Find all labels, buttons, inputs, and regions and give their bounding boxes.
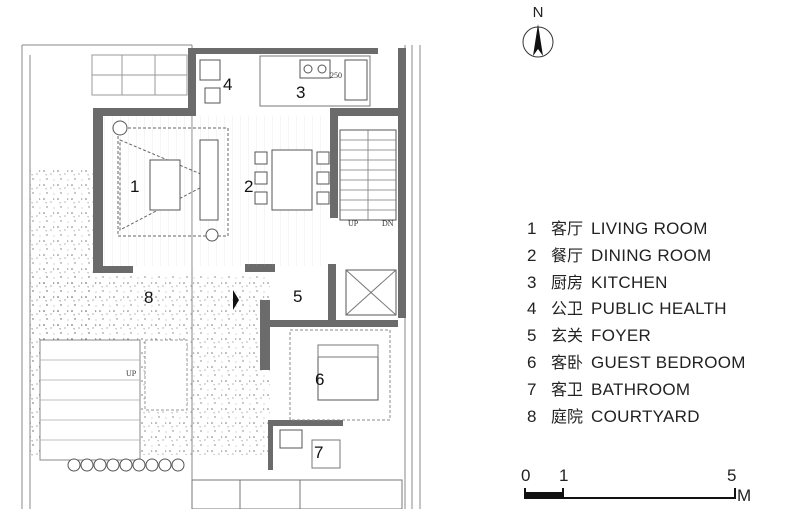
scale-tick-0: 0 — [521, 466, 531, 485]
dining-room: 2 — [244, 149, 330, 211]
public-wc: 4 — [199, 59, 232, 104]
legend-number: 1 — [527, 219, 537, 238]
legend-cn: 厨房 — [551, 272, 584, 292]
legend-number: 2 — [527, 245, 537, 265]
scale-unit: M — [737, 486, 752, 505]
stair-up-label: UP — [348, 219, 359, 228]
legend-en: KITCHEN — [591, 272, 668, 292]
legend-item-bathroom: 7 客卫 BATHROOM — [527, 377, 746, 404]
terrace-top — [91, 54, 188, 96]
legend-cn: 公卫 — [551, 299, 584, 319]
room-legend: 1 客厅 LIVING ROOM 2 餐厅 DINING ROOM 3 厨房 KITCHEN… — [527, 216, 746, 430]
legend-en: FOYER — [591, 326, 652, 346]
legend-item-guest-bedroom: 6 客卧 GUEST BEDROOM — [527, 350, 746, 377]
room-2-number: 2 — [244, 177, 253, 196]
kitchen-dimension: 250 — [330, 71, 342, 80]
legend-en: COURTYARD — [591, 406, 700, 426]
guest-bathroom: 7 — [279, 429, 341, 469]
legend-en: PUBLIC HEALTH — [591, 299, 727, 319]
room-3-number: 3 — [296, 83, 305, 102]
walls — [93, 48, 406, 470]
legend-number: 8 — [527, 406, 537, 426]
scale-tick-5: 5 — [727, 466, 737, 485]
legend-cn: 客卫 — [551, 379, 584, 399]
legend-number: 7 — [527, 379, 537, 399]
legend-number: 3 — [527, 272, 537, 292]
room-6-number: 6 — [315, 370, 324, 389]
legend-item-dining-room: 2 餐厅 DINING ROOM — [527, 243, 746, 270]
north-arrow: N — [518, 4, 558, 64]
courtyard: UP — [30, 168, 270, 472]
legend-item-public-health: 4 公卫 PUBLIC HEALTH — [527, 296, 746, 323]
scale-bar: 0 1 5 M — [515, 466, 775, 506]
scale-tick-1: 1 — [559, 466, 569, 485]
foyer: 5 — [233, 269, 397, 316]
compass-icon — [522, 24, 554, 58]
entry-arrow-icon — [233, 290, 239, 310]
legend-en: GUEST BEDROOM — [591, 352, 746, 372]
room-1-number: 1 — [130, 177, 139, 196]
legend-cn: 庭院 — [551, 406, 584, 426]
legend-cn: 客厅 — [551, 219, 584, 238]
legend-en: DINING ROOM — [591, 245, 712, 265]
kitchen: 250 3 — [259, 55, 371, 107]
legend-cn: 玄关 — [551, 326, 584, 346]
legend-item-kitchen: 3 厨房 KITCHEN — [527, 270, 746, 297]
courtyard-step-label: UP — [126, 369, 137, 378]
legend-number: 6 — [527, 352, 537, 372]
legend-item-foyer: 5 玄关 FOYER — [527, 323, 746, 350]
guest-bedroom: 6 — [289, 329, 391, 421]
legend-item-living-room: 1 客厅 LIVING ROOM — [527, 216, 746, 243]
staircase: UP DN — [339, 129, 397, 228]
hedge — [67, 458, 185, 472]
room-5-number: 5 — [293, 287, 302, 306]
legend-cn: 餐厅 — [551, 245, 584, 265]
legend-en: LIVING ROOM — [591, 219, 708, 238]
legend-number: 4 — [527, 299, 537, 319]
legend-item-courtyard: 8 庭院 COURTYARD — [527, 404, 746, 431]
scale-bar-graphic — [524, 488, 736, 499]
stair-down-label: DN — [382, 219, 394, 228]
bottom-strip — [191, 479, 403, 509]
room-8-number: 8 — [144, 288, 153, 307]
legend-en: BATHROOM — [591, 379, 691, 399]
room-4-number: 4 — [223, 75, 232, 94]
room-7-number: 7 — [314, 443, 323, 462]
north-label: N — [532, 4, 544, 21]
legend-number: 5 — [527, 326, 537, 346]
legend-cn: 客卧 — [551, 352, 584, 372]
